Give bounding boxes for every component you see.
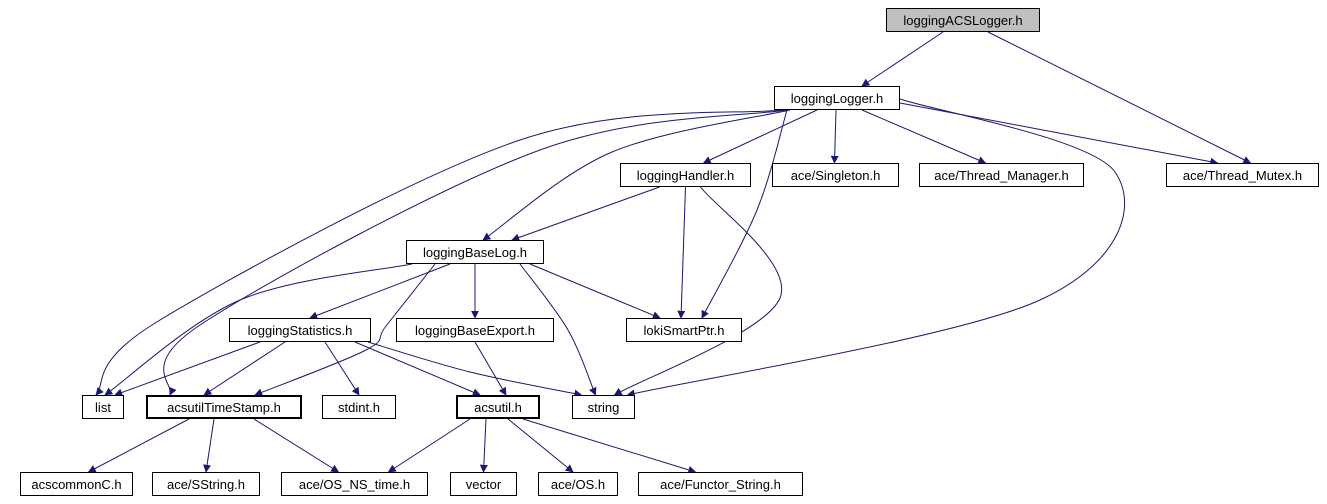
graph-edge-acsutil-h-to-ace-functor-string-h [522,418,697,474]
graph-edge-logginglogger-h-to-lokismartptr-h [701,109,788,319]
graph-node-ace-os-ns-time-h[interactable]: ace/OS_NS_time.h [281,472,428,496]
graph-edge-loggingbaselog-h-to-lokismartptr-h [529,263,661,319]
graph-node-loggingstatistics-h[interactable]: loggingStatistics.h [229,318,371,342]
graph-edge-logginglogger-h-to-ace-thread-mutex-h [899,102,1219,166]
graph-edge-logginglogger-h-to-acsutiltimestamp-h [163,109,788,396]
graph-edge-loggingacslogger-h-to-ace-thread-mutex-h [987,31,1252,164]
graph-edge-acsutil-h-to-ace-os-ns-time-h [387,418,471,473]
graph-node-loggingbaseexport-h[interactable]: loggingBaseExport.h [396,318,554,342]
graph-node-ace-thread-manager-h[interactable]: ace/Thread_Manager.h [919,163,1084,187]
graph-node-acsutil-h[interactable]: acsutil.h [456,395,540,419]
graph-edge-acsutiltimestamp-h-to-ace-os-ns-time-h [253,418,340,473]
graph-edge-loggingbaselog-h-to-string [519,263,597,396]
graph-node-ace-os-h[interactable]: ace/OS.h [538,472,618,496]
graph-edge-logginglogger-h-to-string [626,98,1126,398]
graph-edge-logginglogger-h-to-loggingbaselog-h [482,109,791,241]
graph-edge-loggingbaseexport-h-to-acsutil-h [474,341,507,396]
graph-edge-logginghandler-h-to-lokismartptr-h [677,186,686,319]
graph-node-loggingacslogger-h[interactable]: loggingACSLogger.h [886,8,1040,32]
graph-node-string[interactable]: string [572,395,635,419]
graph-edge-acsutiltimestamp-h-to-acscommonc-h [87,418,190,473]
graph-node-logginglogger-h[interactable]: loggingLogger.h [774,86,900,110]
graph-node-ace-thread-mutex-h[interactable]: ace/Thread_Mutex.h [1166,163,1319,187]
graph-edge-logginghandler-h-to-string [613,186,783,396]
graph-node-vector[interactable]: vector [450,472,517,496]
graph-edge-acsutil-h-to-ace-os-h [507,418,574,473]
graph-edge-acsutiltimestamp-h-to-ace-sstring-h [203,418,215,473]
graph-edge-loggingstatistics-h-to-list [114,341,261,397]
graph-node-ace-functor-string-h[interactable]: ace/Functor_String.h [638,472,803,496]
graph-edge-logginglogger-h-to-ace-thread-manager-h [861,109,987,164]
graph-edge-loggingbaselog-h-to-acsutiltimestamp-h [254,263,436,397]
graph-node-stdint-h[interactable]: stdint.h [322,395,396,419]
graph-edge-logginglogger-h-to-ace-singleton-h [830,109,839,164]
graph-edge-acsutil-h-to-vector [479,418,488,473]
graph-edge-logginglogger-h-to-logginghandler-h [702,109,818,164]
graph-edge-loggingacslogger-h-to-logginglogger-h [861,31,944,87]
graph-node-logginghandler-h[interactable]: loggingHandler.h [620,163,751,187]
graph-node-lokismartptr-h[interactable]: lokiSmartPtr.h [626,318,742,342]
graph-edge-logginglogger-h-to-list [95,109,783,396]
graph-edge-loggingstatistics-h-to-acsutil-h [354,341,481,396]
graph-node-loggingbaselog-h[interactable]: loggingBaseLog.h [406,240,544,264]
graph-edge-loggingstatistics-h-to-stdint-h [324,341,360,396]
graph-edge-logginghandler-h-to-loggingbaselog-h [511,186,660,242]
graph-node-list[interactable]: list [82,395,124,419]
graph-edge-loggingstatistics-h-to-string [367,341,583,398]
graph-node-ace-sstring-h[interactable]: ace/SString.h [152,472,260,496]
graph-node-ace-singleton-h[interactable]: ace/Singleton.h [772,163,899,187]
graph-node-acscommonc-h[interactable]: acscommonC.h [20,472,133,496]
graph-edge-loggingbaselog-h-to-list [104,263,413,396]
graph-edge-loggingstatistics-h-to-acsutiltimestamp-h [203,341,286,396]
graph-edge-loggingbaselog-h-to-loggingstatistics-h [309,263,451,320]
graph-node-acsutiltimestamp-h[interactable]: acsutilTimeStamp.h [146,395,302,419]
